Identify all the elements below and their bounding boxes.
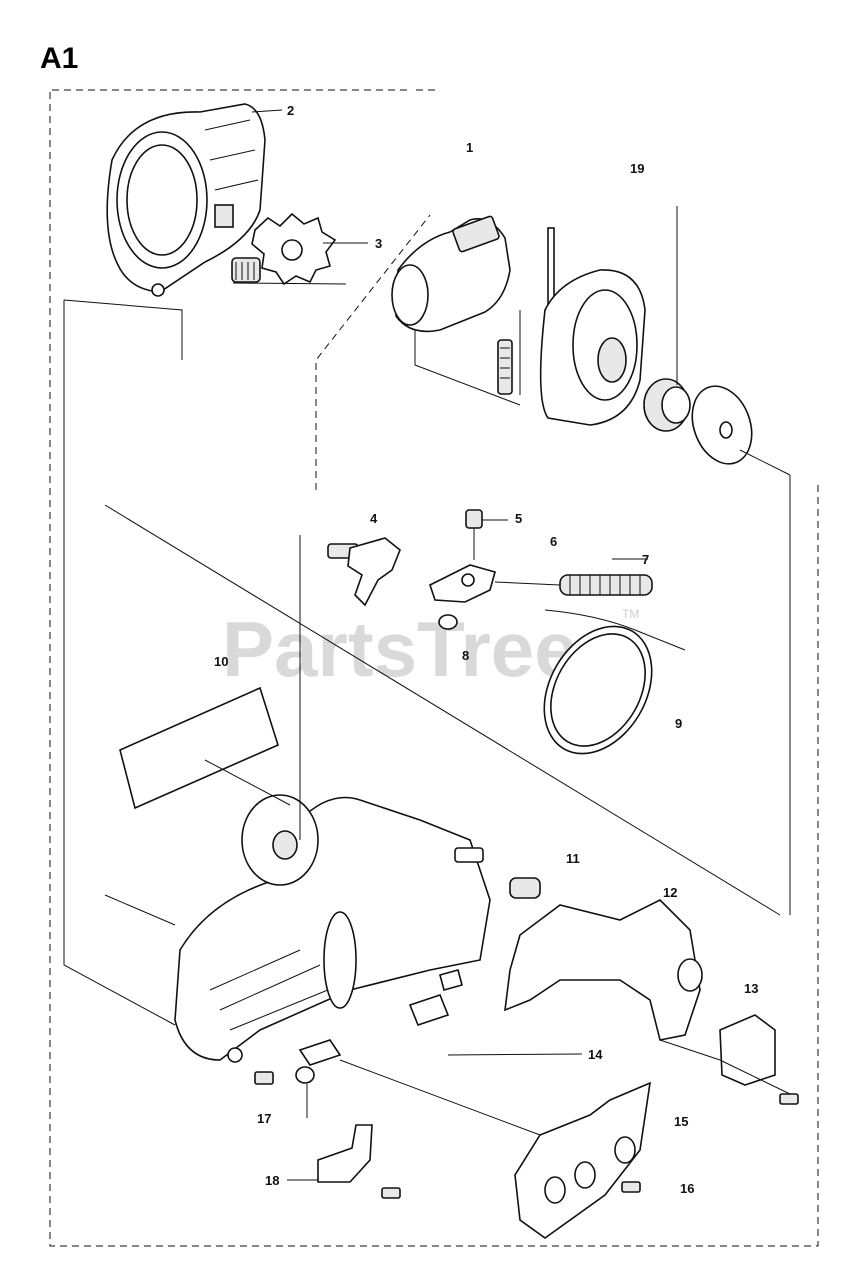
callout-17: 17 bbox=[257, 1111, 271, 1126]
part-11-bushing bbox=[454, 847, 541, 899]
callout-2: 2 bbox=[287, 103, 294, 118]
callout-1: 1 bbox=[466, 140, 473, 155]
part-8-washer bbox=[438, 614, 458, 630]
part-1-chain-brake-assembly bbox=[391, 215, 646, 426]
callout-13: 13 bbox=[744, 981, 758, 996]
callout-6: 6 bbox=[550, 534, 557, 549]
part-17-washer bbox=[295, 1066, 315, 1084]
part-5-screw bbox=[465, 509, 483, 560]
part-19-sprocket bbox=[643, 206, 753, 465]
part-14-screws bbox=[298, 969, 463, 1066]
part-6-brake-link bbox=[429, 564, 496, 603]
watermark: PartsTree TM bbox=[222, 605, 639, 693]
part-13-bracket bbox=[719, 1014, 799, 1105]
part-9-brake-band bbox=[543, 609, 686, 755]
callout-11: 11 bbox=[566, 851, 580, 866]
callout-4: 4 bbox=[370, 511, 378, 526]
callout-5: 5 bbox=[515, 511, 522, 526]
part-15-guard-plate bbox=[514, 1081, 652, 1239]
part-7-brake-spring bbox=[494, 574, 653, 596]
callout-19: 19 bbox=[630, 161, 644, 176]
part-10-decal bbox=[119, 686, 279, 810]
callout-16: 16 bbox=[680, 1181, 694, 1196]
callout-10: 10 bbox=[214, 654, 228, 669]
callout-12: 12 bbox=[663, 885, 677, 900]
leader-lines bbox=[63, 109, 791, 1181]
callout-15: 15 bbox=[674, 1114, 688, 1129]
part-2-starter-housing bbox=[106, 103, 266, 297]
part-12-cover bbox=[504, 899, 703, 1041]
callout-9: 9 bbox=[675, 716, 682, 731]
part-18-catcher bbox=[317, 1124, 401, 1199]
main-housing bbox=[174, 794, 491, 1085]
part-4-brake-lever bbox=[327, 537, 401, 607]
callouts: 1 2 3 4 5 6 7 8 9 10 11 12 13 14 15 16 1… bbox=[214, 103, 758, 1196]
callout-18: 18 bbox=[265, 1173, 279, 1188]
part-3-starter-pulley bbox=[231, 212, 337, 286]
callout-14: 14 bbox=[588, 1047, 603, 1062]
callout-3: 3 bbox=[375, 236, 382, 251]
watermark-text: PartsTree bbox=[222, 605, 578, 693]
part-16-screw bbox=[621, 1181, 641, 1193]
assembly-boundary bbox=[49, 89, 819, 1247]
page-label: A1 bbox=[40, 42, 78, 75]
watermark-trademark: TM bbox=[622, 607, 639, 621]
callout-8: 8 bbox=[462, 648, 469, 663]
callout-7: 7 bbox=[642, 552, 649, 567]
